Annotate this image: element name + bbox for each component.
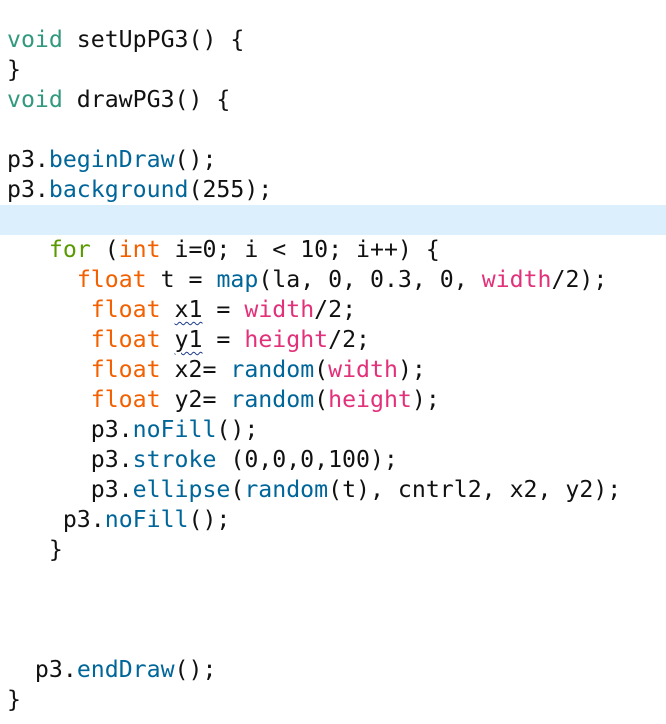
code-line[interactable]: for (int i=0; i < 10; i++) { [0,235,666,265]
code-token: void [7,86,63,113]
code-line[interactable] [0,625,666,655]
code-token: noFill [104,506,189,533]
code-token: p3. [7,146,49,173]
code-token: (t), cntrl2, x2, y2); [328,476,622,503]
code-token: /2); [551,266,608,293]
code-token: ellipse [132,476,231,503]
code-token: (); [174,146,217,173]
code-token: i=0; i < 10; i++) { [160,236,440,263]
code-token: float [90,296,161,323]
code-token: p3. [7,176,49,203]
code-token [7,326,91,353]
code-token [7,236,49,263]
code-token: for [48,236,91,263]
code-token: map [216,266,259,293]
code-token: float [76,266,147,293]
code-token: (); [174,656,217,683]
code-token: ( [314,386,329,413]
code-token [7,356,91,383]
code-token: ); [397,356,426,383]
code-line[interactable] [0,115,666,145]
code-line[interactable]: p3.noFill(); [0,505,666,535]
code-token [7,386,91,413]
code-token: p3. [7,656,77,683]
code-token: (); [188,506,231,533]
code-token: background [48,176,189,203]
current-line[interactable] [0,205,666,235]
code-token: } [7,686,21,713]
code-token: height [244,326,329,353]
code-line[interactable] [0,565,666,595]
code-token: width [244,296,315,323]
code-token: float [90,386,161,413]
code-token: setUpPG3() { [62,26,245,53]
code-token: beginDraw [48,146,175,173]
code-token [7,266,77,293]
code-token: void [7,26,63,53]
code-token: height [328,386,412,413]
code-token [161,296,175,323]
code-token: endDraw [76,656,175,683]
code-token [7,296,91,323]
code-token: width [481,266,552,293]
code-token: ( [230,476,245,503]
code-token: (255); [188,176,273,203]
code-token: float [90,356,161,383]
code-token: = [202,326,245,353]
code-line[interactable]: } [0,535,666,565]
code-line[interactable]: p3.stroke (0,0,0,100); [0,445,666,475]
code-line[interactable]: } [0,685,666,715]
code-token: } [7,56,21,83]
code-token: random [244,476,329,503]
code-line[interactable]: } [0,55,666,85]
code-token: random [230,386,315,413]
code-token: /2; [314,296,357,323]
code-line[interactable]: void setUpPG3() { [0,25,666,55]
code-token: p3. [7,476,133,503]
warning-underlined-token: x1 [174,296,203,323]
code-editor[interactable]: void setUpPG3() {}void drawPG3() { p3.be… [0,25,666,715]
code-line[interactable]: p3.endDraw(); [0,655,666,685]
code-token: p3. [7,506,105,533]
code-token: ( [314,356,329,383]
code-line[interactable]: float y1 = height/2; [0,325,666,355]
code-token: p3. [7,416,133,443]
code-line[interactable]: float x1 = width/2; [0,295,666,325]
code-line[interactable]: p3.ellipse(random(t), cntrl2, x2, y2); [0,475,666,505]
code-line[interactable]: p3.background(255); [0,175,666,205]
code-line[interactable]: float y2= random(height); [0,385,666,415]
code-token: float [90,326,161,353]
code-token: stroke [132,446,217,473]
code-token: noFill [132,416,217,443]
code-line[interactable]: void drawPG3() { [0,85,666,115]
code-token: drawPG3() { [62,86,231,113]
code-token: width [328,356,398,383]
code-token: (); [216,416,259,443]
code-token: p3. [7,446,133,473]
code-token: ); [411,386,440,413]
code-token: } [7,536,63,563]
code-token: random [230,356,315,383]
code-line[interactable]: float x2= random(width); [0,355,666,385]
code-token [161,326,175,353]
code-token: (0,0,0,100); [216,446,398,473]
code-token: /2; [328,326,371,353]
code-token: (la, 0, 0.3, 0, [258,266,482,293]
code-token: ( [90,236,119,263]
code-token: y2= [160,386,231,413]
code-line[interactable]: float t = map(la, 0, 0.3, 0, width/2); [0,265,666,295]
code-line[interactable]: p3.beginDraw(); [0,145,666,175]
code-line[interactable] [0,595,666,625]
code-token: = [202,296,245,323]
code-token: int [118,236,161,263]
code-token: x2= [160,356,231,383]
warning-underlined-token: y1 [174,326,203,353]
code-line[interactable]: p3.noFill(); [0,415,666,445]
code-token: t = [146,266,217,293]
